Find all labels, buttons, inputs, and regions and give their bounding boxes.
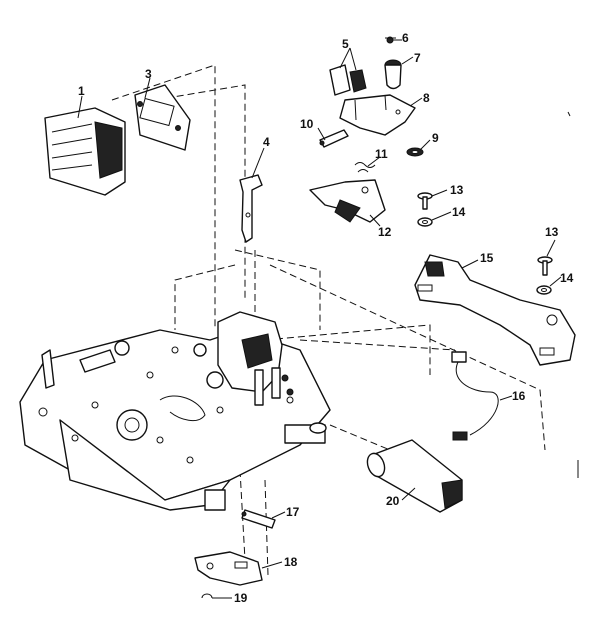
callout-part-7: 7	[414, 51, 421, 65]
part-9-washer	[406, 147, 424, 157]
callout-part-20: 20	[386, 494, 400, 508]
part-17-rod	[241, 509, 276, 529]
part-13-screw-upper	[417, 192, 433, 210]
scan-mark	[567, 111, 571, 117]
callout-part-14-right: 14	[560, 271, 574, 285]
part-4-bracket	[239, 174, 263, 243]
callout-part-9: 9	[432, 131, 439, 145]
callout-part-12: 12	[378, 225, 392, 239]
callout-part-19: 19	[234, 591, 248, 605]
part-1-circuit-module	[44, 107, 126, 196]
callout-part-13-upper: 13	[450, 183, 464, 197]
part-10-pin	[319, 129, 349, 148]
part-18-lower-bracket	[194, 551, 263, 586]
main-chassis	[19, 329, 331, 511]
callout-part-5: 5	[342, 37, 349, 51]
part-19-clip	[201, 593, 222, 599]
part-14-washer-upper	[417, 217, 433, 227]
callout-part-11: 11	[375, 147, 388, 161]
callout-part-6: 6	[402, 31, 409, 45]
callout-part-13-right: 13	[545, 225, 559, 239]
callout-part-1: 1	[78, 84, 85, 98]
callout-labels: 1 3 4 5 6 7 8 9 10 11 12 13 14 13 14 15 …	[78, 31, 574, 605]
part-14-washer-right	[536, 285, 552, 295]
part-3-circuit-board	[134, 84, 191, 151]
part-20-motor	[366, 439, 463, 513]
part-15-arm-bracket	[414, 254, 576, 366]
part-12-lever	[309, 179, 386, 223]
part-11-spring	[354, 162, 376, 173]
leader-lines	[77, 37, 562, 599]
callout-part-8: 8	[423, 91, 430, 105]
callout-part-14-upper: 14	[452, 205, 466, 219]
callout-part-10: 10	[300, 117, 314, 131]
part-16-cable	[451, 351, 499, 441]
callout-part-16: 16	[512, 389, 526, 403]
center-mechanism	[206, 311, 294, 406]
part-8-upper-bracket	[339, 94, 416, 136]
part-5-clip	[329, 64, 367, 96]
part-7-knob	[384, 59, 402, 90]
callout-part-15: 15	[480, 251, 494, 265]
part-13-screw-right	[537, 256, 553, 276]
callout-part-4: 4	[263, 135, 270, 149]
callout-part-3: 3	[145, 67, 152, 81]
callout-part-18: 18	[284, 555, 298, 569]
callout-part-17: 17	[286, 505, 300, 519]
